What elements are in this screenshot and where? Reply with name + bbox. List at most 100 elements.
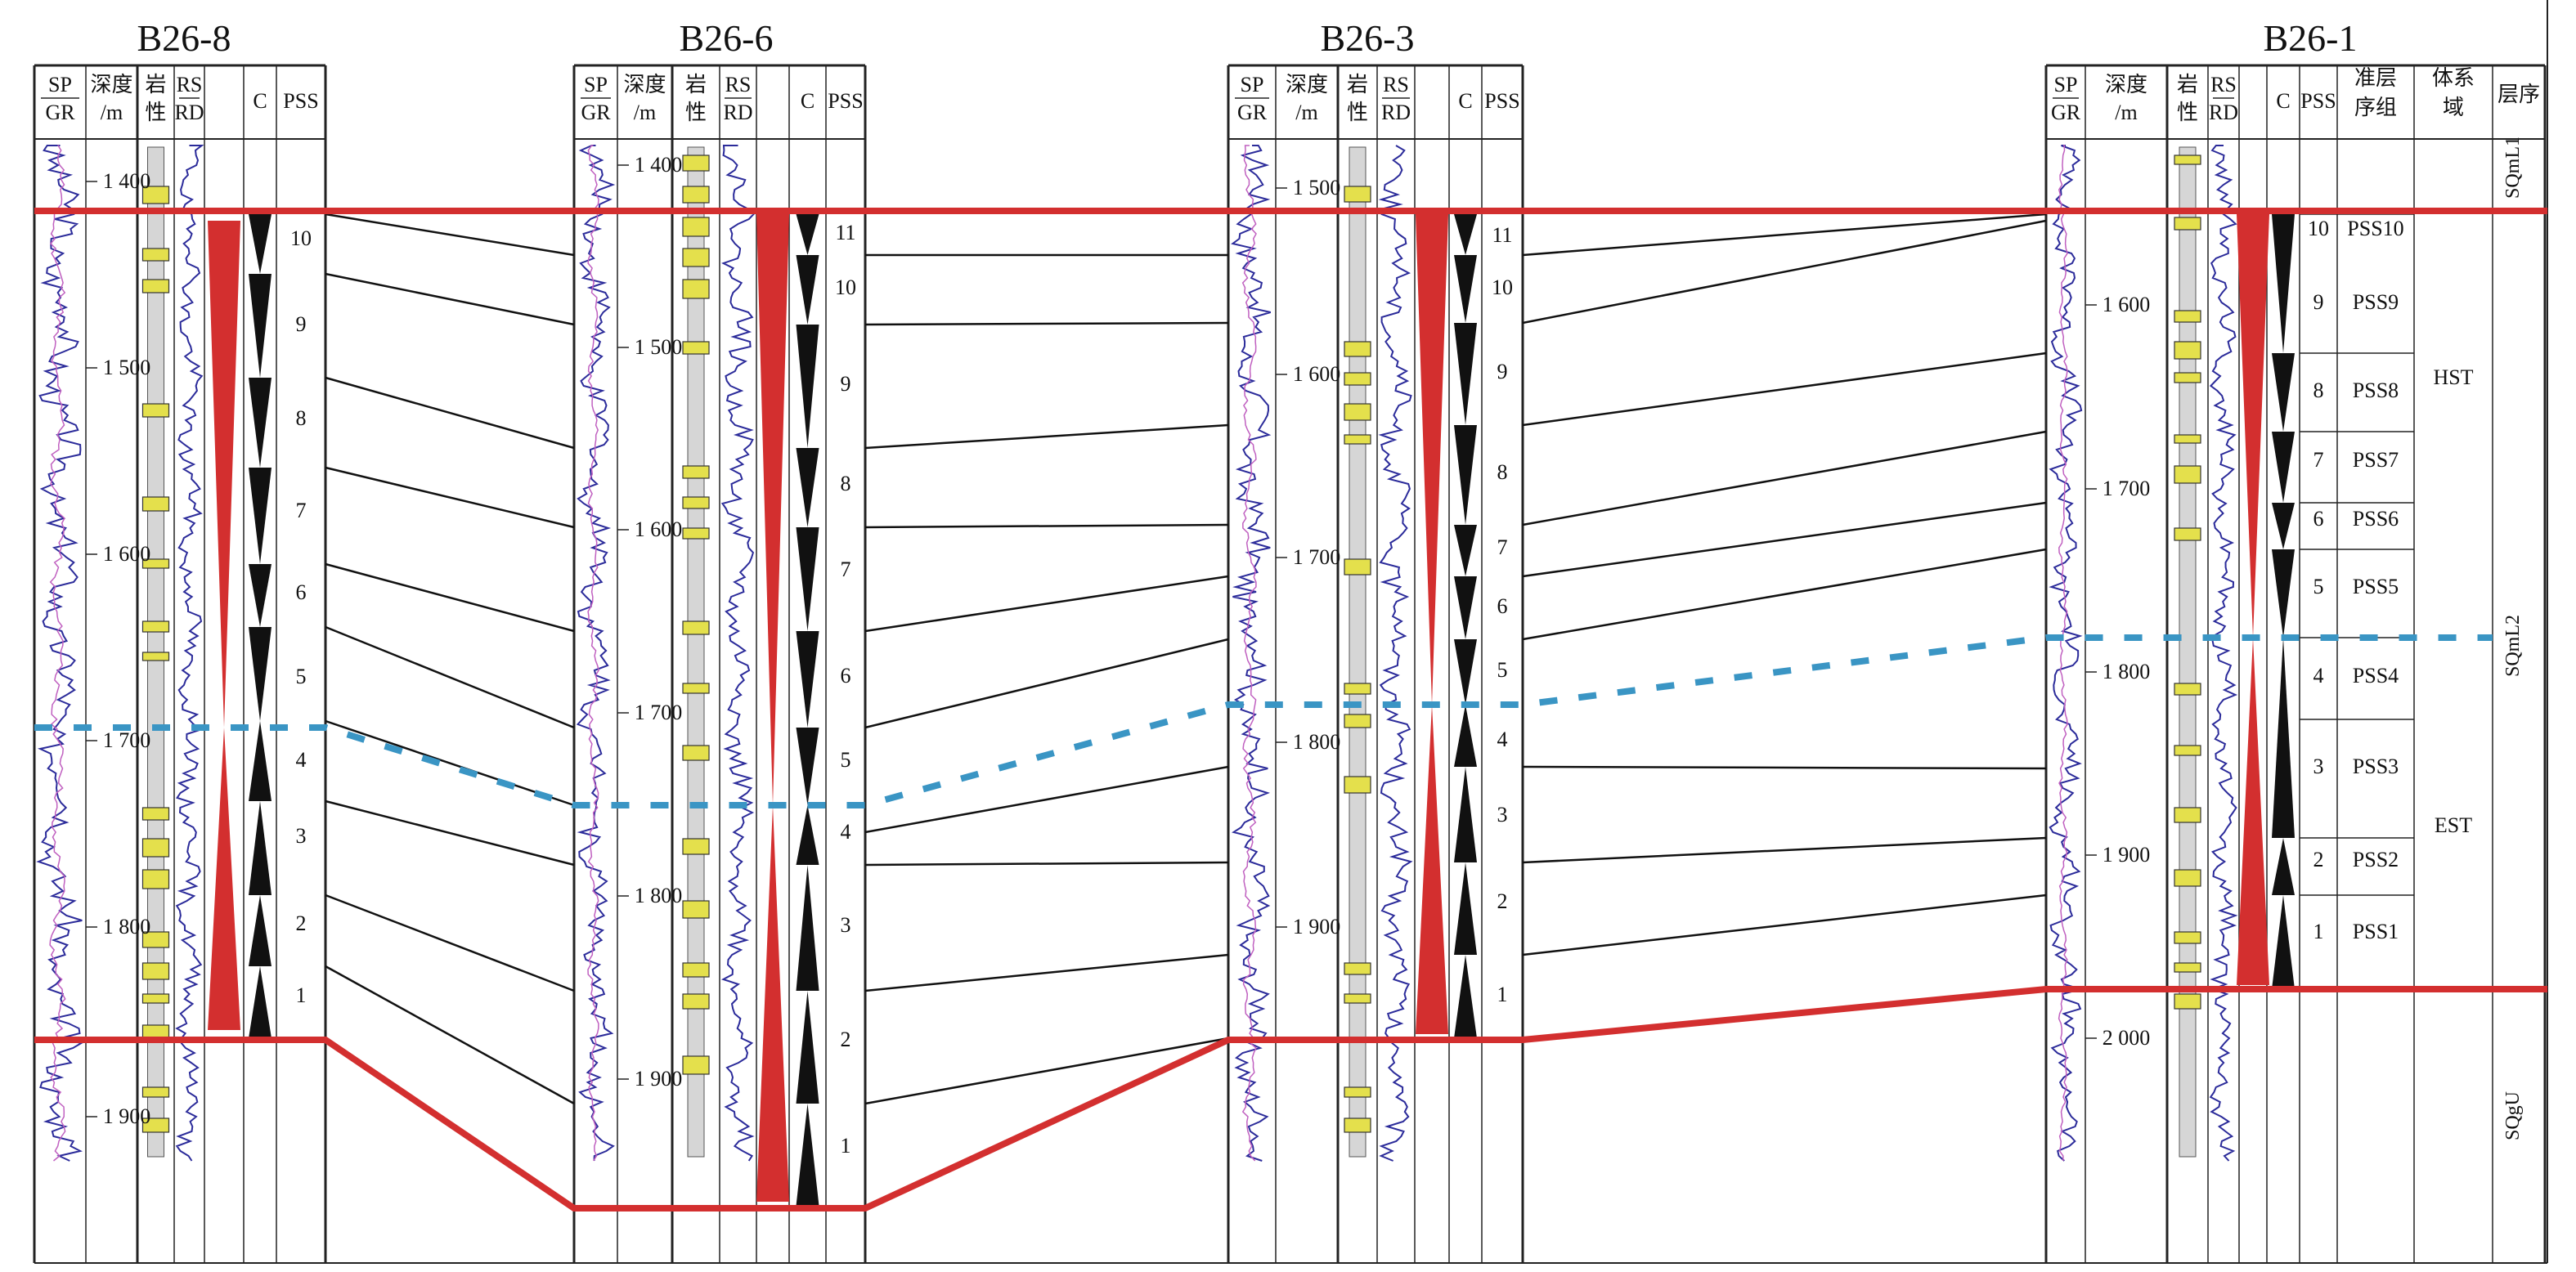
- pss-cycle-triangle: [249, 966, 272, 1038]
- sandstone-bed: [141, 558, 170, 569]
- header-c: C: [1458, 89, 1472, 113]
- pss-number: 9: [841, 372, 851, 396]
- depth-label: 1 600: [635, 517, 683, 541]
- sp-gr-curve-secondary: [1241, 145, 1257, 1162]
- header-lithology-2: 性: [145, 101, 166, 124]
- header-depth-unit: /m: [1295, 101, 1317, 124]
- well-title: B26-3: [1321, 17, 1415, 59]
- sandstone-bed: [141, 186, 170, 204]
- rs-rd-curve: [2209, 145, 2238, 1162]
- header-c: C: [801, 89, 815, 113]
- sandstone-bed: [682, 900, 710, 919]
- depth-label: 1 400: [103, 169, 151, 193]
- pss-number: 8: [1497, 460, 1508, 484]
- long-term-cycle-triangle: [2237, 214, 2269, 985]
- header-gr: GR: [2051, 101, 2081, 124]
- rs-rd-curve: [1378, 145, 1413, 1162]
- sandstone-bed: [2174, 931, 2201, 944]
- sp-gr-curve-secondary: [49, 145, 66, 1162]
- header-rd: RD: [723, 101, 752, 124]
- pss-number: 1: [296, 983, 307, 1007]
- sandstone-bed: [2174, 155, 2201, 165]
- pss-number: 3: [841, 913, 851, 937]
- sequence-label: SQmL2: [2502, 615, 2524, 677]
- pss-cycle-triangle: [1454, 862, 1477, 955]
- sandstone-bed: [2174, 745, 2201, 756]
- header-depth-unit: /m: [101, 101, 123, 124]
- depth-label: 1 900: [635, 1067, 683, 1091]
- sequence-label: SQmL1: [2502, 137, 2524, 199]
- pss-number: 2: [1497, 889, 1508, 913]
- sandstone-bed: [682, 279, 710, 299]
- header-depth: 深度: [2105, 73, 2147, 96]
- sandstone-bed: [1344, 558, 1371, 576]
- sandstone-bed: [2174, 217, 2201, 231]
- pss-correlation-line: [1522, 836, 2047, 864]
- sandstone-bed: [682, 217, 710, 237]
- pss-correlation-line: [1522, 430, 2047, 526]
- depth-label: 1 400: [635, 153, 683, 177]
- sandstone-bed: [141, 807, 170, 821]
- header-depth-unit: /m: [634, 101, 656, 124]
- pss-cycle-triangle: [249, 214, 272, 274]
- sandstone-bed: [1344, 341, 1371, 357]
- depth-label: 1 900: [2103, 843, 2151, 867]
- sandstone-bed: [682, 465, 710, 479]
- pss-cycle-triangle: [1454, 705, 1477, 767]
- header-rd: RD: [174, 101, 204, 124]
- sandstone-bed: [141, 1086, 170, 1098]
- depth-label: 1 500: [1293, 176, 1341, 199]
- pss-correlation-line: [325, 625, 575, 729]
- pss-correlation-line: [864, 1037, 1229, 1105]
- pss-number: 1: [2313, 920, 2324, 943]
- pss-cycle-triangle: [1454, 214, 1477, 255]
- sandstone-bed: [1344, 776, 1371, 794]
- pss-group-label: PSS3: [2353, 755, 2399, 778]
- header-sp: SP: [2054, 73, 2078, 96]
- sp-gr-curve-secondary: [587, 145, 599, 1162]
- header-pss: PSS: [283, 89, 318, 113]
- pss-cycle-triangle: [249, 468, 272, 564]
- header-sequence: 层序: [2497, 83, 2540, 106]
- depth-label: 1 500: [103, 356, 151, 379]
- pss-cycle-triangle: [1454, 767, 1477, 862]
- pss-cycle-triangle: [1454, 955, 1477, 1038]
- depth-label: 1 800: [2103, 660, 2151, 683]
- pss-correlation-line: [864, 861, 1229, 867]
- pss-cycle-triangle: [249, 378, 272, 468]
- header-para-1: 准层: [2354, 66, 2397, 90]
- header-depth: 深度: [90, 73, 132, 96]
- sandstone-bed: [2174, 869, 2201, 887]
- depth-label: 1 500: [635, 335, 683, 359]
- pss-cycle-triangle: [796, 255, 819, 325]
- pss-number: 8: [841, 472, 851, 495]
- pss-correlation-line: [1522, 548, 2047, 641]
- sandstone-bed: [141, 620, 170, 633]
- sandstone-bed: [682, 341, 710, 355]
- sandstone-bed: [682, 527, 710, 540]
- lithology-columns: [141, 146, 2201, 1158]
- pss-number: 3: [2313, 755, 2324, 778]
- pss-cycle-triangle: [2272, 353, 2295, 432]
- header-lithology-1: 岩: [1347, 73, 1368, 96]
- sandstone-bed: [1344, 714, 1371, 728]
- sandstone-bed: [1344, 1086, 1371, 1098]
- pss-number: 2: [841, 1028, 851, 1051]
- header-lithology-2: 性: [685, 101, 707, 124]
- pss-cycle-triangle: [796, 1104, 819, 1206]
- long-term-cycle-triangle: [208, 221, 240, 1030]
- sandstone-bed: [2174, 683, 2201, 696]
- sandstone-bed: [141, 248, 170, 262]
- pss-number: 7: [1497, 535, 1508, 559]
- header-c: C: [2276, 89, 2290, 113]
- pss-number: 6: [296, 580, 307, 604]
- pss-number: 4: [841, 820, 851, 844]
- pss-group-label: PSS2: [2353, 848, 2399, 871]
- header-rs: RS: [1383, 73, 1409, 96]
- pss-cycle-triangle: [2272, 549, 2295, 638]
- pss-correlation-line: [325, 719, 575, 807]
- pss-number: 5: [2313, 575, 2324, 598]
- pss-cycle-triangle: [2272, 503, 2295, 549]
- depth-label: 1 700: [2103, 477, 2151, 500]
